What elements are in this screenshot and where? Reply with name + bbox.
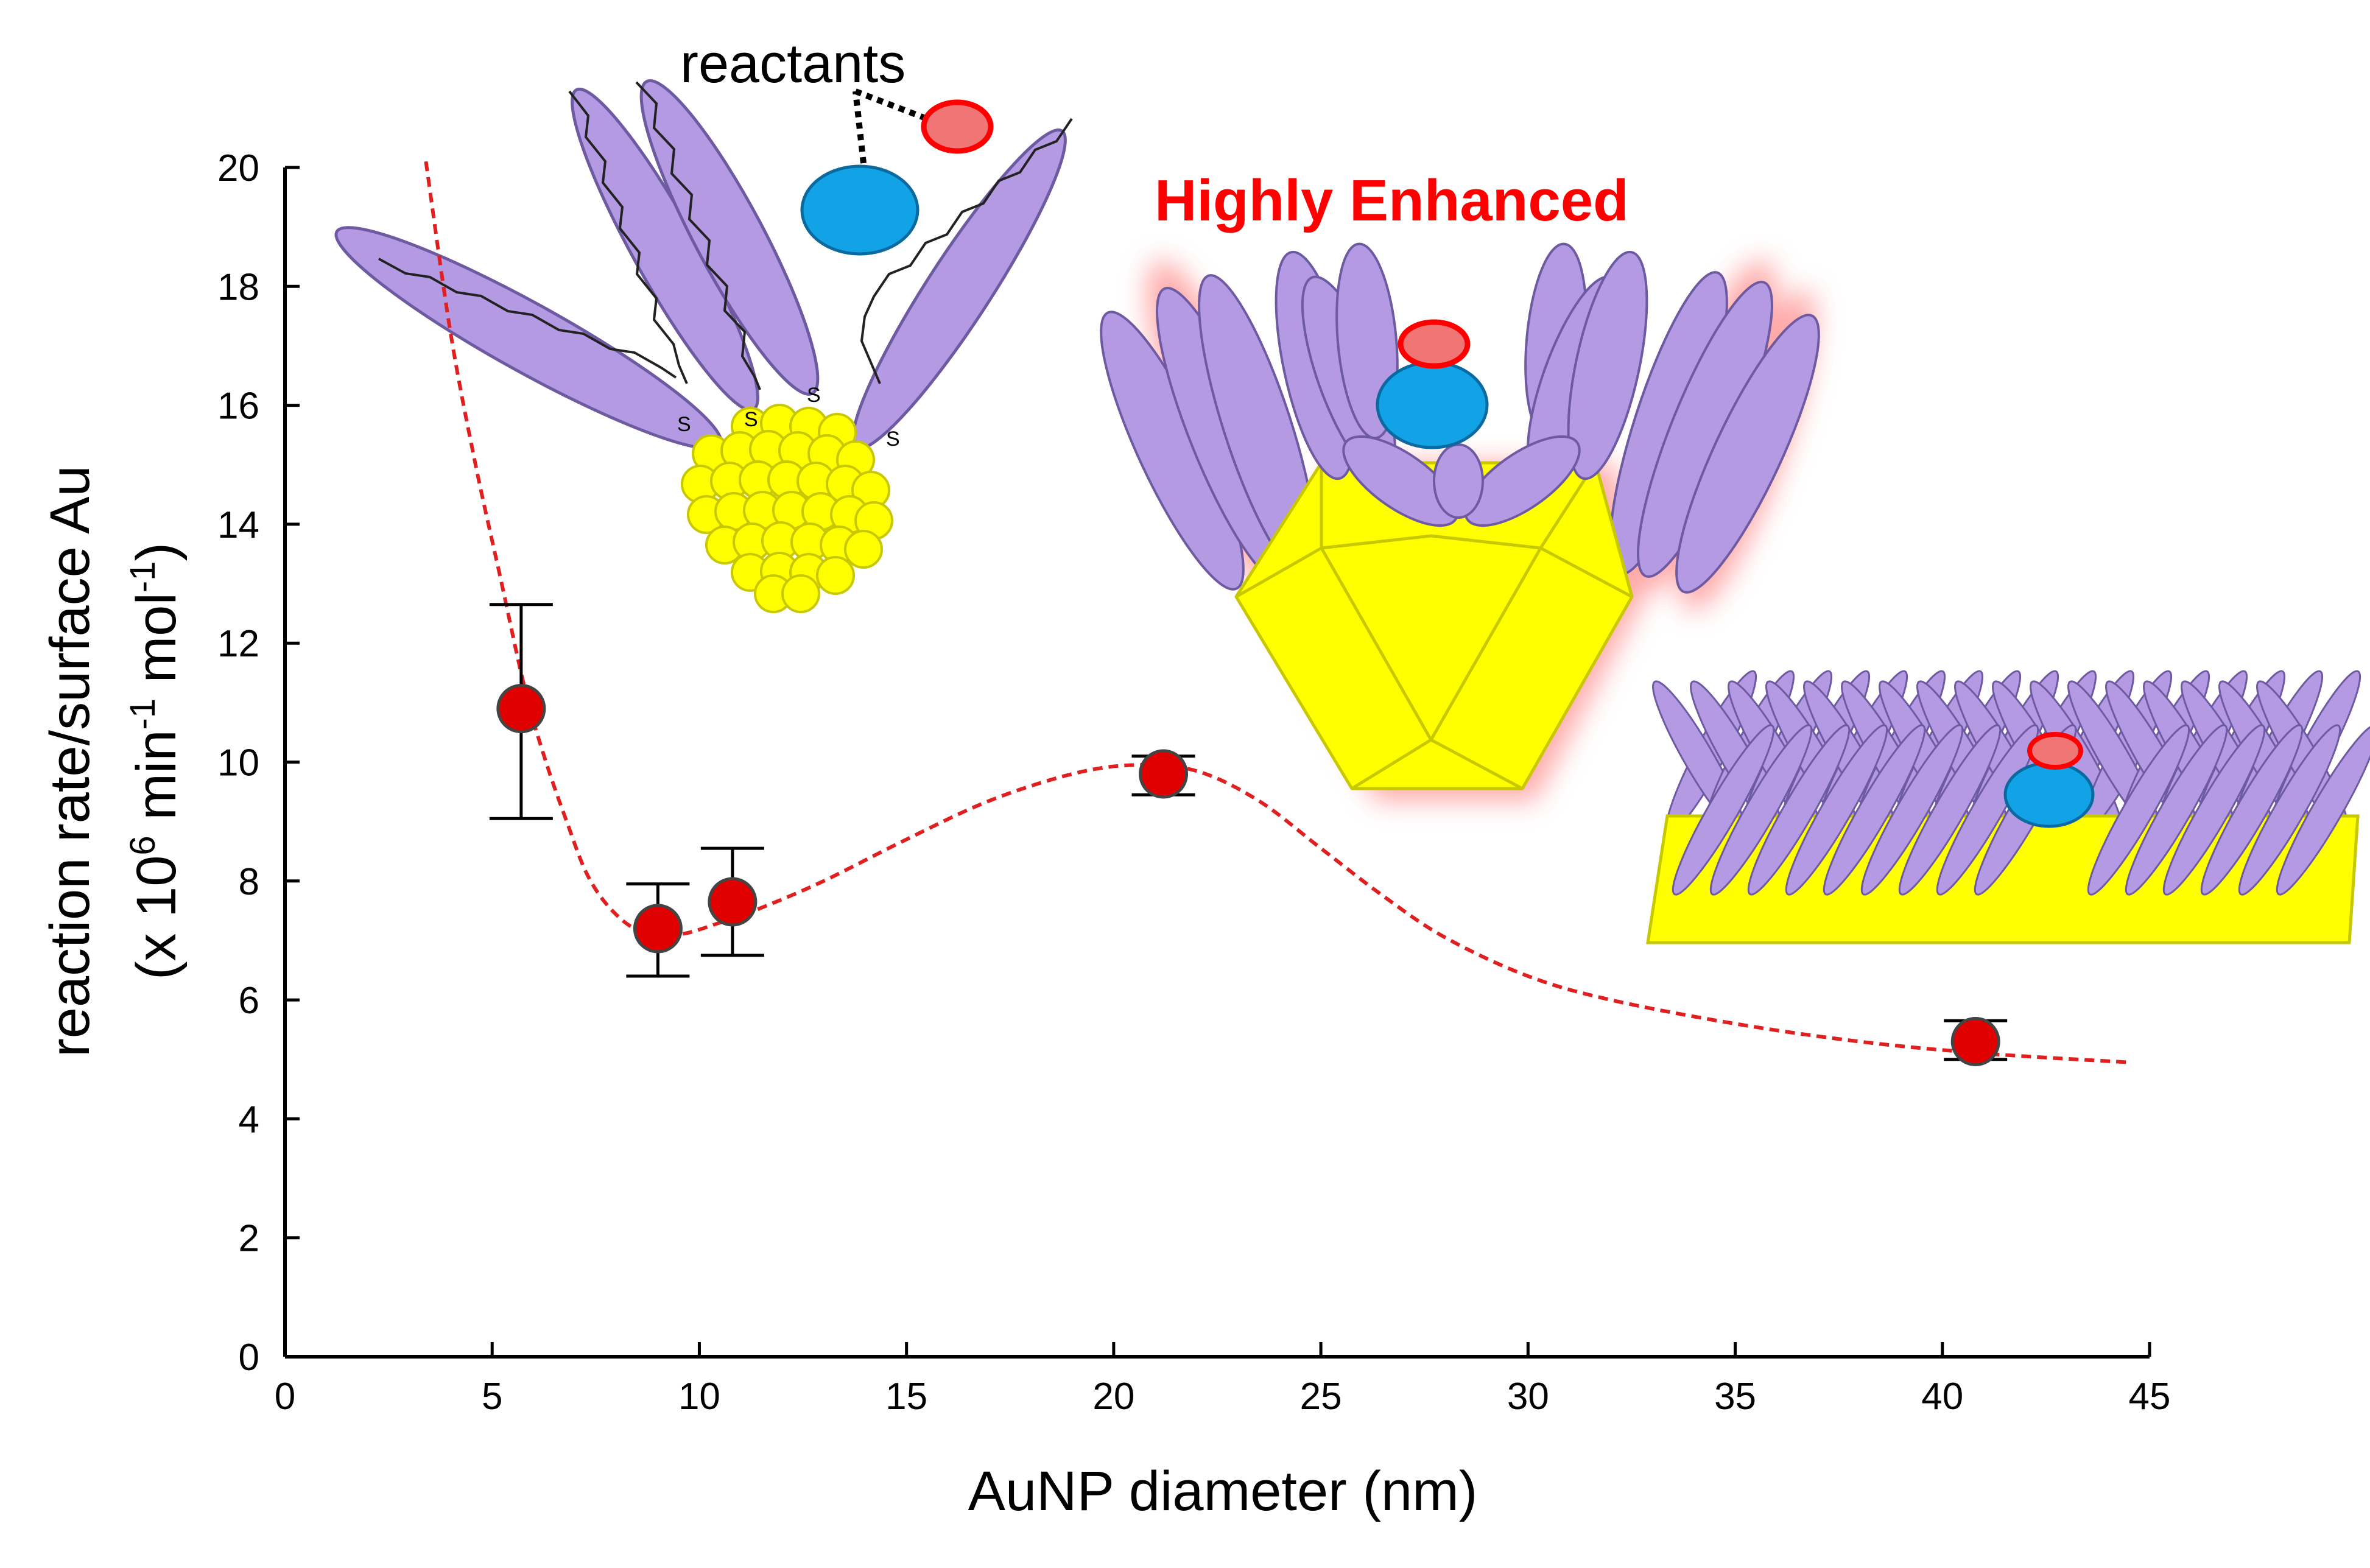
y-tick-label: 10 [217,742,259,784]
ligand-chain-icon [2200,724,2304,896]
data-point [489,603,553,820]
y-tick-label: 4 [239,1099,259,1141]
reactant-molecule-icon [800,164,920,256]
reactant-molecule-icon [921,99,994,154]
x-tick-label: 30 [1507,1376,1549,1418]
ligand-chain-icon [2238,724,2341,896]
data-point [1944,1016,2008,1066]
ligand-chain-icon [1860,724,1964,896]
ligand-chain-icon [2087,724,2190,896]
x-tick-label: 10 [678,1376,720,1418]
ligand-chain-icon [1898,724,2002,896]
x-tick-label: 20 [1092,1376,1134,1418]
y-tick-label: 2 [239,1218,259,1260]
x-tick-label: 40 [1921,1376,1963,1418]
y-tick-label: 8 [239,861,259,903]
reactant-molecule-icon [1376,360,1489,449]
reactant-molecule-icon [2003,761,2095,828]
enhanced-label: Highly Enhanced [1155,168,1629,233]
thiol-label: S [807,384,821,407]
gold-cluster-icon [681,404,893,613]
point-marker [708,877,758,927]
ligand-chain-icon [1823,724,1926,896]
data-point [700,846,764,957]
thiol-label: S [886,427,900,451]
point-marker [1950,1016,2000,1066]
axes: 0 5 10 15 20 25 30 35 40 45 0 2 4 6 8 10 12 14 16 18 20 AuN… [39,147,2170,1522]
x-tick-label: 15 [885,1376,927,1418]
y-tick-label: 14 [217,504,259,546]
y-tick-label: 16 [217,385,259,427]
x-tick-label: 25 [1300,1376,1342,1418]
x-tick-label: 0 [275,1376,295,1418]
point-marker [1139,749,1189,799]
reactant-molecule-icon [1398,319,1471,369]
ligand-chain-icon [1672,724,1775,896]
thiol-label: S [744,408,758,431]
trend-line [424,161,2129,1064]
y-tick-label: 12 [217,623,259,665]
ligand-chain-icon [2276,724,2370,896]
reactant-molecule-icon [2027,732,2083,770]
ligand-chain-icon [2125,724,2228,896]
data-point [626,882,690,978]
thiol-labels: S S S S [677,384,900,451]
data-point [1131,749,1195,799]
y-tick-label: 0 [239,1337,259,1379]
reactants-group: reactants [680,33,994,256]
ligand-chain-icon [1275,242,1648,527]
svg-text:(x 106 min-1 mol-1): (x 106 min-1 mol-1) [123,543,188,980]
gold-polyhedron-icon [1234,461,1634,790]
ligand-chain-icon [1785,724,1888,896]
svg-text:reaction rate/surface Au: reaction rate/surface Au [39,465,101,1057]
y-tick-label: 6 [239,980,259,1022]
medium-nanoparticle-illustration: Highly Enhanced [1100,168,1820,801]
y-axis-ticks: 0 2 4 6 8 10 12 14 16 18 20 [217,147,300,1379]
y-axis-label-units: (x 106 min-1 mol-1) [123,543,188,980]
x-axis-ticks: 0 5 10 15 20 25 30 35 40 45 [275,1342,2171,1418]
data-points [489,603,2008,1066]
point-marker [633,904,683,954]
ligand-chain-icon [1709,724,1813,896]
y-tick-label: 20 [217,147,259,189]
reactants-label: reactants [680,33,905,94]
ligand-chain-icon [1747,724,1851,896]
x-tick-label: 5 [482,1376,502,1418]
ligand-chain-icon [2162,724,2266,896]
y-axis-label: reaction rate/surface Au [39,465,101,1057]
ligand-chain-icon [635,79,820,396]
point-marker [496,684,546,734]
ligand-chain-icon [1100,271,1820,594]
thiol-label: S [677,413,691,436]
ligand-chain-icon [1936,724,2039,896]
x-axis-label: AuNP diameter (nm) [968,1460,1478,1522]
small-nanoparticle-illustration: S S S S reactants [334,33,1073,613]
x-tick-label: 35 [1714,1376,1756,1418]
x-tick-label: 45 [2129,1376,2171,1418]
ligand-chain-icon [1672,724,2370,896]
y-tick-label: 18 [217,266,259,308]
flat-surface-illustration [1646,670,2370,944]
